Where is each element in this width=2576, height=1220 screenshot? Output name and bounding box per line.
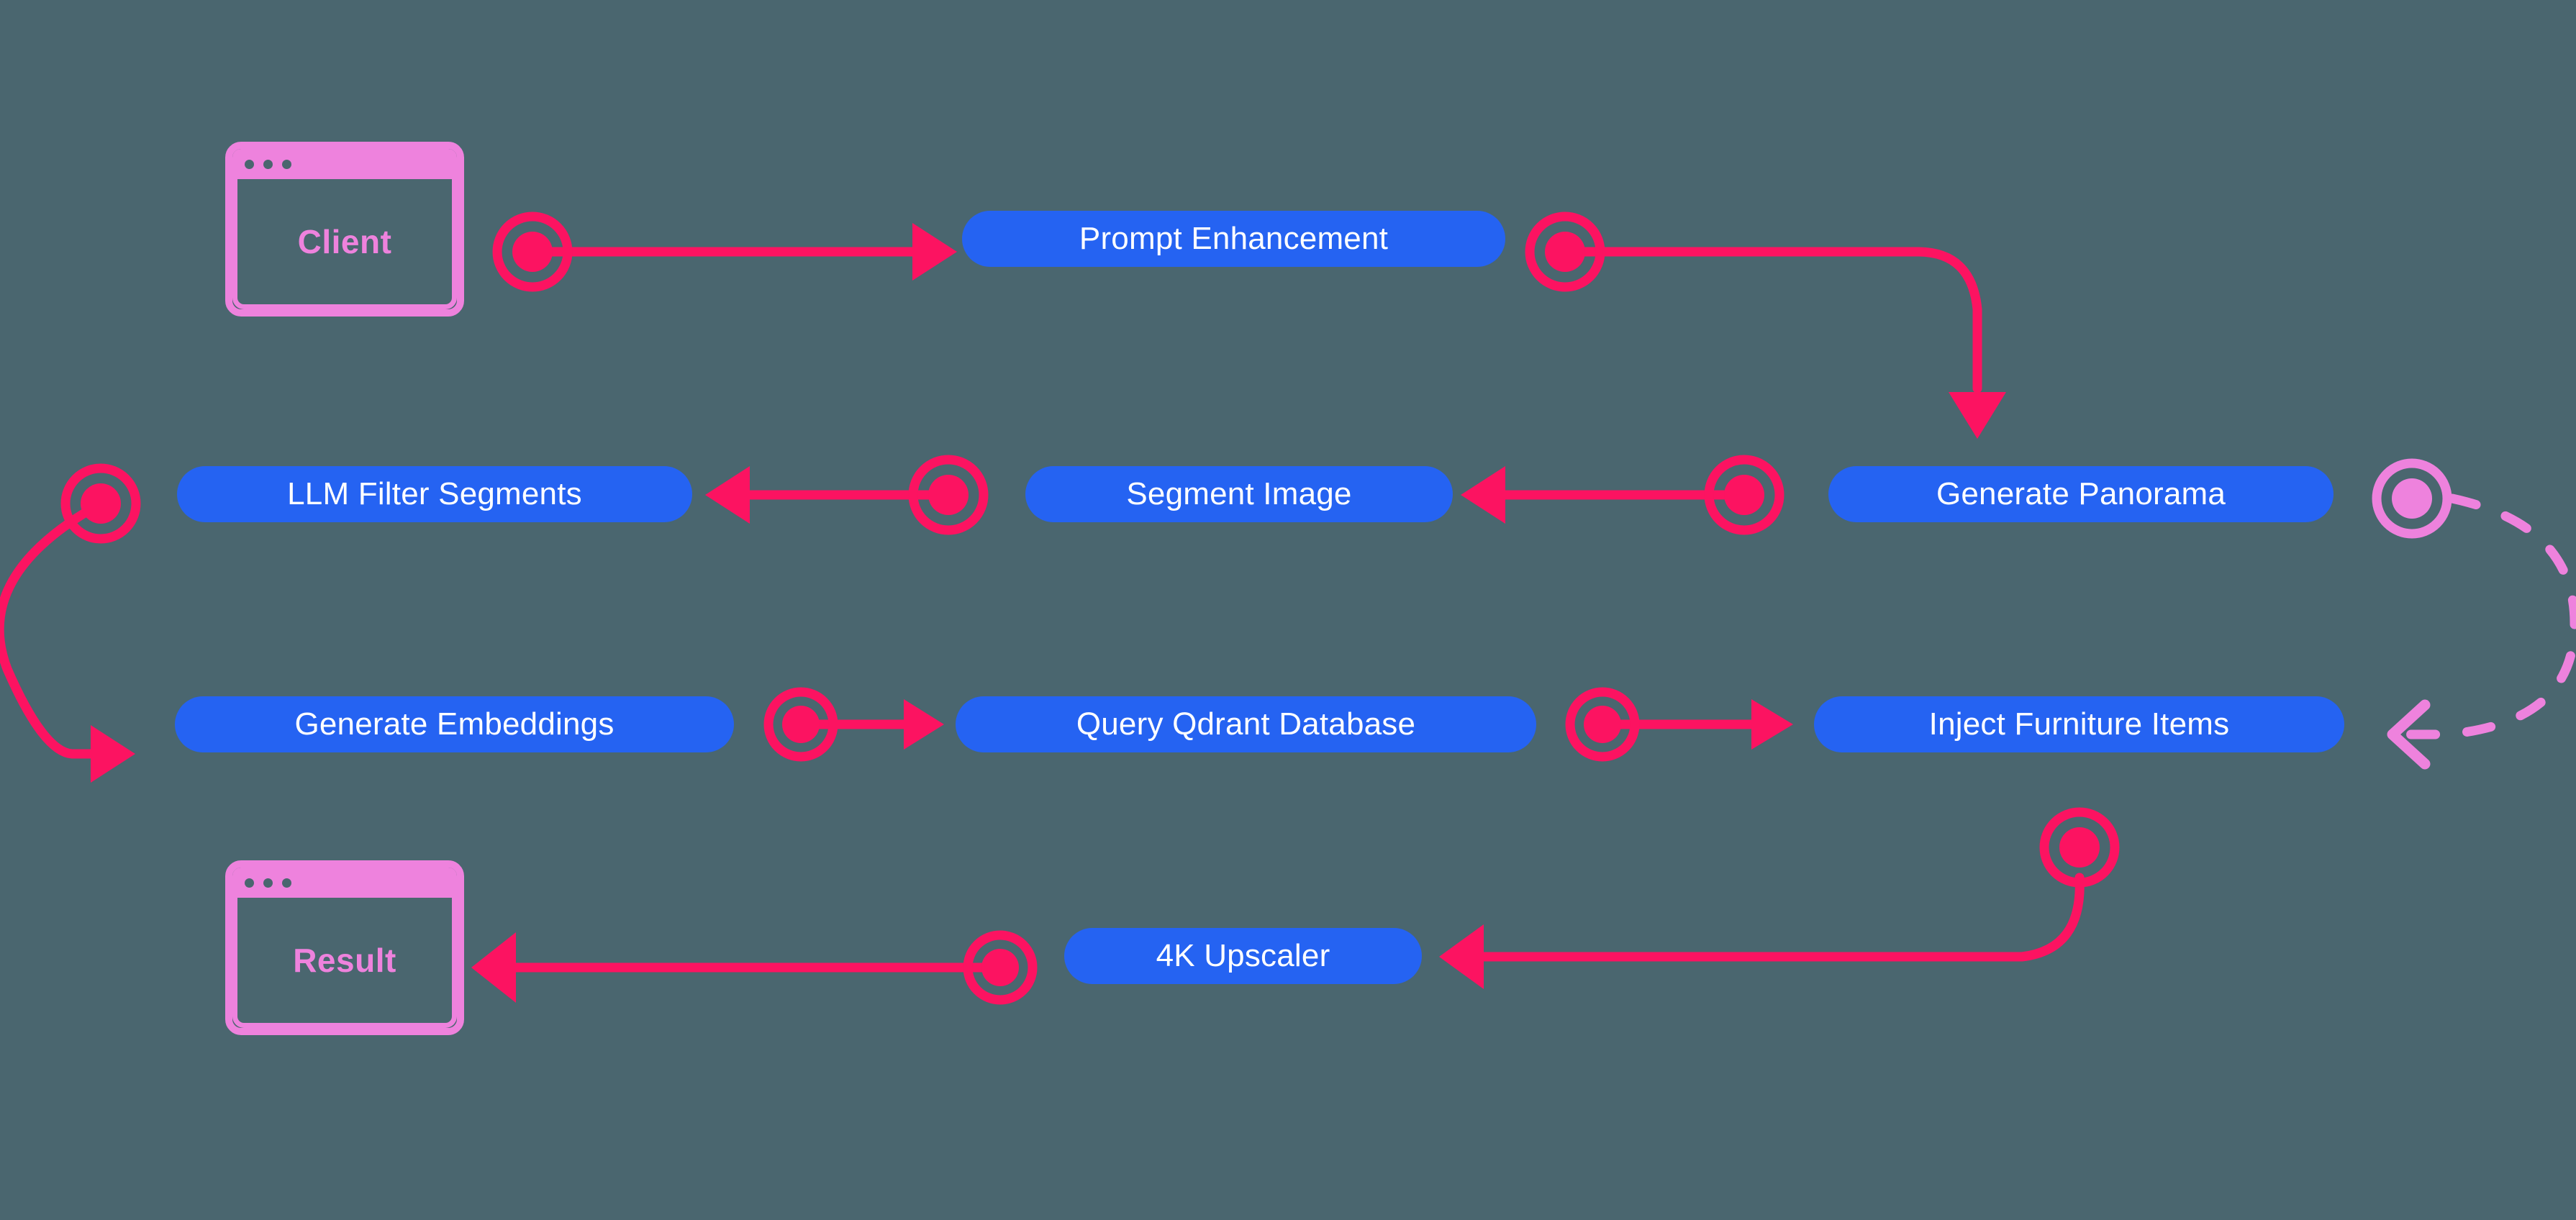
node-segment-image[interactable]: Segment Image [1025,466,1453,522]
node-segment-image-label: Segment Image [1126,476,1352,511]
window-dot-icon-1 [245,159,254,169]
node-inject-furniture-items[interactable]: Inject Furniture Items [1814,696,2344,752]
node-prompt-enhancement-label: Prompt Enhancement [1079,221,1389,256]
node-result[interactable]: Result [225,860,464,1035]
node-4k-upscaler-label: 4K Upscaler [1156,938,1330,973]
node-llm-filter-segments[interactable]: LLM Filter Segments [177,466,692,522]
node-llm-filter-segments-label: LLM Filter Segments [287,476,582,511]
node-4k-upscaler[interactable]: 4K Upscaler [1064,928,1422,984]
node-prompt-enhancement[interactable]: Prompt Enhancement [962,211,1505,267]
node-client-label: Client [297,223,392,260]
node-generate-embeddings[interactable]: Generate Embeddings [175,696,734,752]
edge-panorama-to-segment [1461,455,1784,535]
window-title-bar [232,868,457,898]
window-body: Client [232,179,457,309]
edge-llm-filter-to-embeddings [0,463,141,783]
window-dot-icon-2 [263,159,273,169]
window-dot-icon-2 [263,878,273,888]
edge-embeddings-to-qdrant [763,687,944,762]
window-dot-icon-3 [282,159,291,169]
edge-prompt-to-panorama [1525,211,2006,439]
node-generate-panorama-label: Generate Panorama [1936,476,2226,511]
node-generate-embeddings-label: Generate Embeddings [294,706,614,742]
window-title-bar [232,149,457,179]
edge-panorama-to-inject-furniture-feedback [2372,458,2576,770]
node-inject-furniture-items-label: Inject Furniture Items [1928,706,2230,742]
window-dot-icon-3 [282,878,291,888]
window-dot-icon-1 [245,878,254,888]
node-query-qdrant-database[interactable]: Query Qdrant Database [956,696,1536,752]
node-client[interactable]: Client [225,142,464,317]
edge-segment-to-llm-filter [705,455,989,535]
node-result-label: Result [293,942,396,979]
window-body: Result [232,898,457,1028]
edge-upscaler-to-result [471,930,1038,1005]
node-query-qdrant-database-label: Query Qdrant Database [1076,706,1416,742]
edge-qdrant-to-inject-furniture [1565,687,1793,762]
edge-client-to-prompt [492,211,957,292]
edge-inject-furniture-to-upscaler [1439,807,2120,989]
node-generate-panorama[interactable]: Generate Panorama [1828,466,2334,522]
